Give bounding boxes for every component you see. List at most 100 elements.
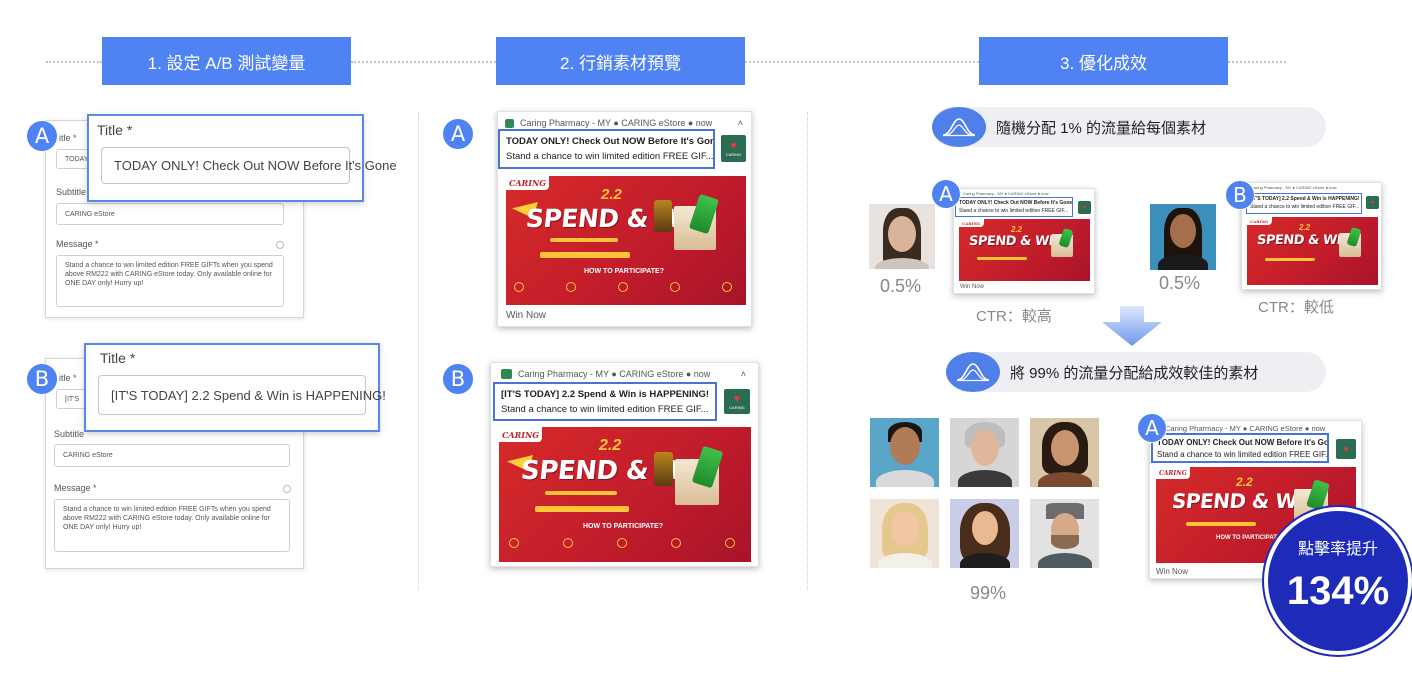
- ad-body: Stand a chance to win limited edition FR…: [501, 404, 709, 415]
- audience-photo: [870, 499, 939, 568]
- product-bottle: [654, 452, 673, 486]
- title-popup-a: Title * TODAY ONLY! Check Out NOW Before…: [87, 114, 397, 202]
- title-popup-b: Title * [IT'S TODAY] 2.2 Spend & Win is …: [84, 343, 386, 432]
- title-label: Title *: [97, 122, 133, 138]
- banner-brand: CARING: [499, 427, 543, 442]
- caring-logo: ♥ CARING: [724, 389, 750, 414]
- step-2-header: 2. 行銷素材預覽: [496, 37, 745, 85]
- caring-logo: ♥ CARING: [721, 135, 746, 162]
- ad-text-highlight: [IT'S TODAY] 2.2 Spend & Win is HAPPENIN…: [1246, 193, 1362, 214]
- bell-curve-icon: [932, 107, 986, 147]
- chevron-up-icon[interactable]: ˄: [740, 369, 746, 379]
- product-bottle: [654, 200, 672, 232]
- audience-photo: [870, 418, 939, 487]
- variant-b-badge: B: [1225, 180, 1255, 210]
- ctr-label-a: CTR：較高: [976, 308, 1052, 325]
- audience-photo: [1030, 418, 1099, 487]
- column-divider: [807, 112, 808, 590]
- ctr-lift-label: 點擊率提升: [1297, 541, 1378, 558]
- ad-preview-b: Caring Pharmacy - MY ● CARING eStore ● n…: [490, 362, 759, 567]
- message-label: Message *: [54, 483, 97, 493]
- banner-date-strip: [535, 506, 629, 512]
- ad-text-highlight: TODAY ONLY! Check Out NOW Before It's Go…: [1151, 433, 1329, 463]
- ad-header: Caring Pharmacy - MY ● CARING eStore ● n…: [498, 116, 751, 130]
- banner-steps: [509, 538, 735, 548]
- dotted-connector: [46, 61, 102, 63]
- ad-source: Caring Pharmacy - MY ● CARING eStore ● n…: [520, 118, 713, 128]
- ad-header: Caring Pharmacy - MY ● CARING eStore ● n…: [1150, 423, 1361, 433]
- caring-logo: ♥: [1078, 201, 1091, 214]
- column-divider: [418, 112, 419, 590]
- ad-text-highlight: TODAY ONLY! Check Out NOW Before It's Go…: [955, 197, 1073, 217]
- random-split-pill: 隨機分配 1% 的流量給每個素材: [932, 107, 1326, 147]
- banner-brand: CARING: [506, 176, 550, 190]
- title-label: Title *: [100, 350, 136, 366]
- ad-cta[interactable]: Win Now: [506, 310, 547, 321]
- ctr-lift-value: 134%: [1286, 569, 1390, 613]
- banner-date-strip: [540, 252, 630, 258]
- caring-logo: ♥: [1336, 439, 1356, 459]
- audience-photo: [1030, 499, 1099, 568]
- ad-source: Caring Pharmacy - MY ● CARING eStore ● n…: [518, 369, 711, 379]
- message-field[interactable]: Stand a chance to win limited edition FR…: [54, 499, 290, 552]
- ad-header: Caring Pharmacy - MY ● CARING eStore ● n…: [954, 190, 1094, 196]
- mini-ad-b: Caring Pharmacy - MY ● CARING eStore ● n…: [1241, 182, 1382, 290]
- banner-subline: [545, 491, 617, 495]
- message-label: Message *: [56, 239, 99, 249]
- subtitle-label: Subtitle: [54, 429, 85, 439]
- info-icon: [283, 485, 291, 493]
- banner-how-to: HOW TO PARTICIPATE?: [584, 268, 664, 275]
- winner-split-pill: 將 99% 的流量分配給成效較佳的素材: [946, 352, 1326, 392]
- ad-text-highlight: [IT'S TODAY] 2.2 Spend & Win is HAPPENIN…: [493, 382, 717, 421]
- step-1-header: 1. 設定 A/B 測試變量: [102, 37, 351, 85]
- audience-photo: [869, 204, 935, 269]
- banner-steps: [514, 282, 732, 292]
- app-icon: [505, 118, 514, 128]
- variant-a-badge: A: [931, 179, 961, 209]
- audience-photo: [950, 499, 1019, 568]
- info-icon: [276, 241, 284, 249]
- banner-subline: [550, 238, 618, 242]
- step-3-header: 3. 優化成效: [979, 37, 1228, 85]
- audience-photo: [950, 418, 1019, 487]
- banner-number: 2.2: [601, 186, 622, 203]
- traffic-percent-b: 0.5%: [1159, 273, 1201, 293]
- variant-b-badge: B: [26, 363, 58, 395]
- ad-body: Stand a chance to win limited edition FR…: [506, 151, 714, 162]
- variant-a-badge: A: [442, 118, 474, 150]
- title-label-peek: itle *: [59, 133, 77, 143]
- title-label-peek: itle *: [59, 373, 77, 383]
- variant-b-badge: B: [442, 363, 474, 395]
- pill-text: 隨機分配 1% 的流量給每個素材: [996, 119, 1207, 137]
- dotted-connector: [745, 61, 979, 63]
- subtitle-field[interactable]: CARING eStore: [56, 203, 284, 225]
- pill-text: 將 99% 的流量分配給成效較佳的素材: [1010, 364, 1259, 382]
- dotted-connector: [1228, 61, 1286, 63]
- mini-ad-a: Caring Pharmacy - MY ● CARING eStore ● n…: [953, 188, 1095, 294]
- subtitle-label: Subtitle: [56, 187, 87, 197]
- subtitle-field[interactable]: CARING eStore: [54, 444, 290, 467]
- message-field[interactable]: Stand a chance to win limited edition FR…: [56, 255, 284, 307]
- banner-how-to: HOW TO PARTICIPATE?: [583, 523, 663, 530]
- promo-banner: CARING 2.2 SPEND & WIN HOW TO PARTICIPAT…: [499, 427, 751, 562]
- traffic-percent-a: 0.5%: [880, 276, 922, 296]
- ad-header: Caring Pharmacy - MY ● CARING eStore ● n…: [491, 367, 758, 381]
- caring-logo: ♥: [1366, 196, 1379, 209]
- down-arrow-icon: [1102, 306, 1162, 346]
- app-icon: [501, 369, 512, 379]
- ad-text-highlight: TODAY ONLY! Check Out NOW Before It's Go…: [498, 129, 715, 169]
- ad-title: [IT'S TODAY] 2.2 Spend & Win is HAPPENIN…: [501, 389, 710, 400]
- variant-a-badge: A: [26, 120, 58, 152]
- title-input-b[interactable]: [IT'S TODAY] 2.2 Spend & Win is HAPPENIN…: [98, 375, 386, 415]
- title-input-a[interactable]: TODAY ONLY! Check Out NOW Before It's Go…: [101, 147, 397, 184]
- promo-banner: CARING 2.2 SPEND & WIN: [1247, 217, 1378, 285]
- banner-number: 2.2: [599, 437, 622, 454]
- chevron-up-icon[interactable]: ˄: [737, 118, 743, 128]
- promo-banner: CARING 2.2 SPEND & WIN HOW TO PARTICIPAT…: [506, 176, 746, 305]
- traffic-percent-winner: 99%: [970, 583, 1007, 603]
- variant-a-badge: A: [1137, 413, 1167, 443]
- bell-curve-icon: [946, 352, 1000, 392]
- promo-banner: CARING 2.2 SPEND & WIN: [959, 219, 1090, 281]
- dotted-connector: [351, 61, 496, 63]
- ad-preview-a: Caring Pharmacy - MY ● CARING eStore ● n…: [497, 111, 752, 327]
